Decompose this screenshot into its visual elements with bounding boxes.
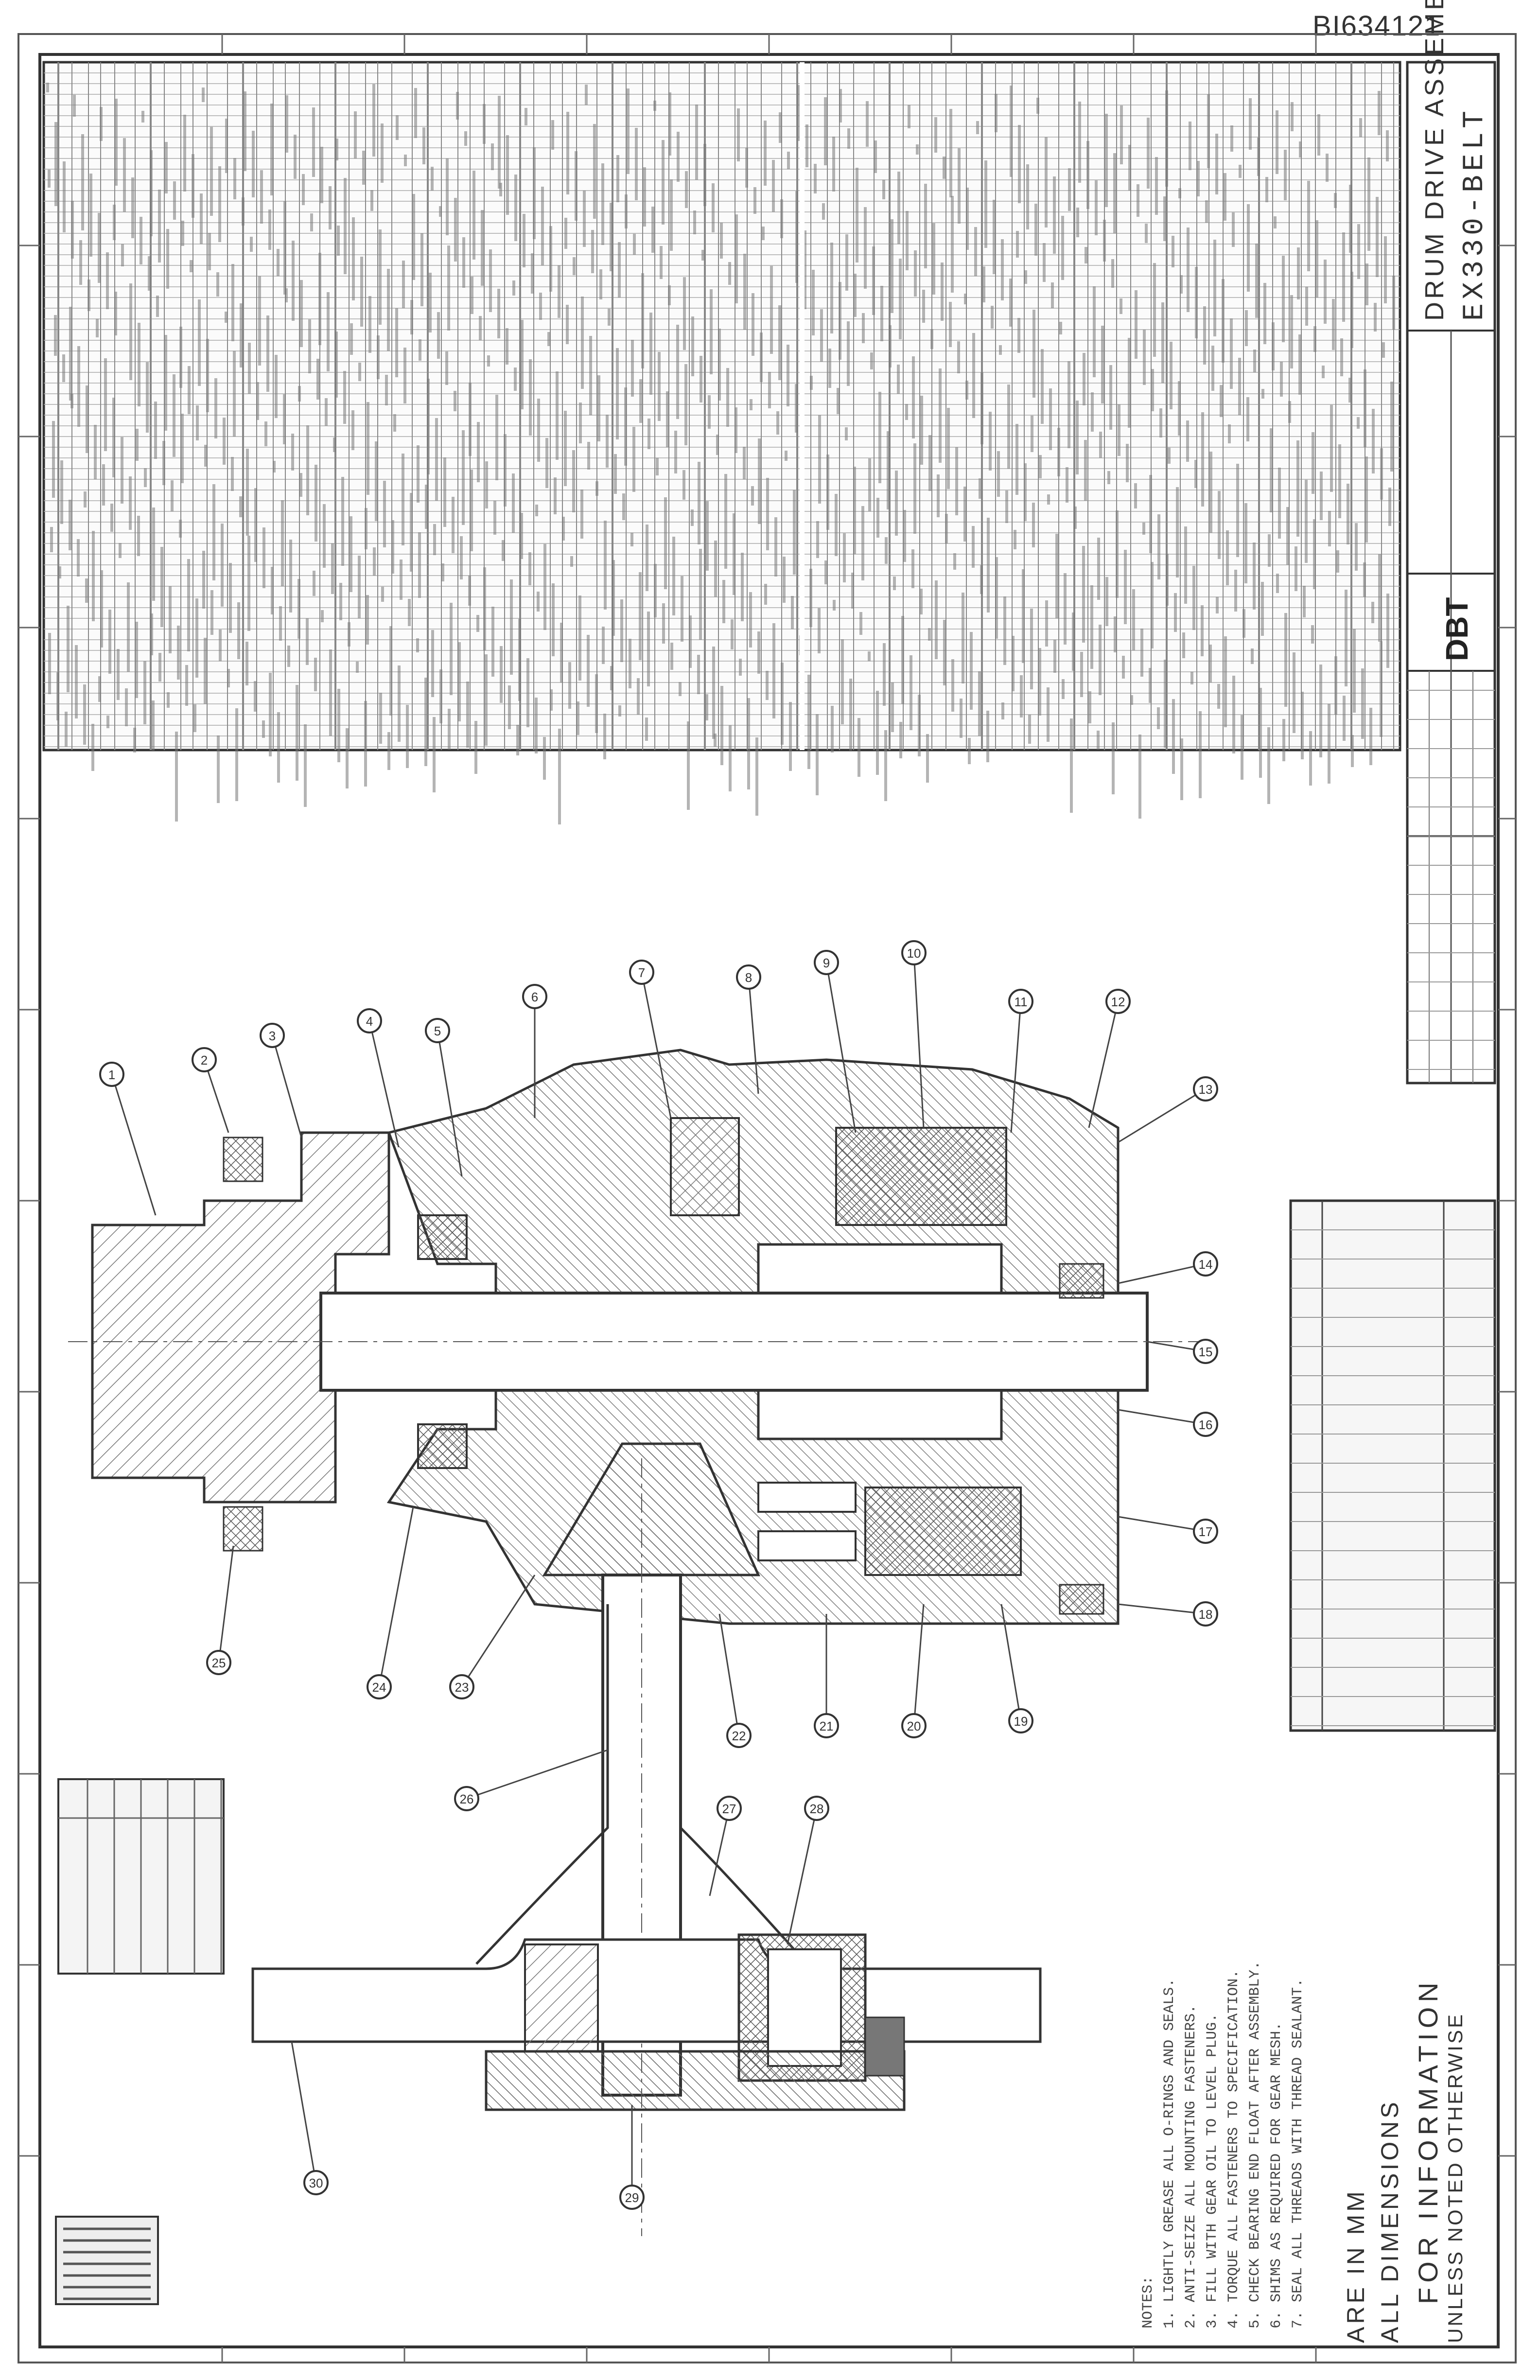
callout-number: 4 bbox=[366, 1014, 373, 1029]
note-line: 7. SEAL ALL THREADS WITH THREAD SEALANT. bbox=[1290, 1978, 1306, 2328]
general-notes: NOTES: 1. LIGHTLY GREASE ALL O-RINGS AND… bbox=[1138, 1624, 1309, 2328]
stamp-line-1: ALL DIMENSIONS bbox=[1376, 2099, 1403, 2343]
callout-number: 29 bbox=[625, 2190, 639, 2205]
callout-number: 10 bbox=[907, 946, 921, 961]
bevel-pinion bbox=[542, 1442, 760, 1576]
notes-heading: NOTES: bbox=[1140, 2275, 1156, 2328]
callout-number: 17 bbox=[1199, 1524, 1213, 1539]
planet-gear bbox=[835, 1127, 1007, 1226]
note-line: 2. ANTI-SEIZE ALL MOUNTING FASTENERS. bbox=[1183, 2004, 1199, 2328]
callout-balloon: 8 bbox=[736, 964, 761, 1094]
callout-balloon: 3 bbox=[260, 1023, 302, 1138]
dbt-logo: DBT bbox=[1439, 597, 1474, 661]
note-line: 6. SHIMS AS REQUIRED FOR GEAR MESH. bbox=[1268, 2022, 1285, 2328]
callout-balloon: 19 bbox=[1000, 1604, 1033, 1733]
callout-balloon: 26 bbox=[454, 1749, 608, 1811]
callout-number: 24 bbox=[372, 1680, 386, 1695]
callout-balloon: 21 bbox=[814, 1614, 839, 1738]
callout-number: 28 bbox=[810, 1802, 824, 1816]
stamp-line-2: ARE IN MM bbox=[1342, 2188, 1369, 2343]
callout-balloon: 5 bbox=[425, 1018, 463, 1177]
callout-balloon: 18 bbox=[1118, 1601, 1218, 1627]
callout-balloon: 13 bbox=[1118, 1076, 1218, 1143]
document-number: BI634121 bbox=[1312, 10, 1441, 42]
gear-housing-upper bbox=[387, 1049, 1120, 1295]
callout-number: 25 bbox=[212, 1656, 226, 1670]
planet-gear-lower bbox=[864, 1487, 1022, 1576]
callout-balloon: 28 bbox=[787, 1796, 829, 1945]
callout-balloon: 2 bbox=[192, 1047, 229, 1133]
callout-number: 30 bbox=[309, 2176, 323, 2190]
callout-balloon: 6 bbox=[522, 984, 547, 1118]
zone-ticks bbox=[18, 34, 1516, 2362]
callout-number: 11 bbox=[1015, 995, 1028, 1009]
callout-number: 19 bbox=[1014, 1714, 1028, 1729]
note-line: 3. FILL WITH GEAR OIL TO LEVEL PLUG. bbox=[1204, 2013, 1221, 2328]
callout-balloon: 17 bbox=[1118, 1516, 1218, 1544]
callout-number: 2 bbox=[201, 1053, 208, 1068]
motor-flange bbox=[251, 1938, 1042, 2043]
callout-number: 23 bbox=[455, 1680, 469, 1695]
callout-number: 22 bbox=[732, 1729, 746, 1743]
callout-number: 15 bbox=[1199, 1345, 1213, 1359]
callout-number: 7 bbox=[638, 965, 645, 980]
callout-balloon: 14 bbox=[1118, 1251, 1218, 1284]
callout-balloon: 16 bbox=[1118, 1409, 1218, 1437]
stamp-line-3: UNLESS NOTED OTHERWISE bbox=[1444, 2012, 1467, 2343]
callout-balloon: 30 bbox=[291, 2041, 329, 2195]
callout-number: 14 bbox=[1199, 1257, 1213, 1272]
callout-balloon: 22 bbox=[718, 1613, 752, 1748]
callout-number: 27 bbox=[722, 1802, 736, 1816]
callout-number: 9 bbox=[823, 956, 830, 970]
callout-number: 6 bbox=[531, 990, 538, 1004]
approval-stamp bbox=[55, 2216, 159, 2305]
drawing-model: EX330-BELT bbox=[1458, 106, 1491, 321]
callout-balloon: 7 bbox=[629, 960, 672, 1119]
callout-balloon: 11 bbox=[1008, 989, 1033, 1133]
drum-hub bbox=[91, 1131, 390, 1504]
revision-table bbox=[1289, 1199, 1496, 1732]
callout-balloon: 15 bbox=[1147, 1339, 1218, 1364]
callout-balloon: 1 bbox=[99, 1062, 157, 1216]
callout-balloon: 10 bbox=[901, 940, 927, 1128]
coupling-left bbox=[524, 1943, 599, 2052]
callout-balloon: 20 bbox=[901, 1604, 927, 1738]
callout-number: 20 bbox=[907, 1719, 921, 1733]
callout-number: 5 bbox=[434, 1024, 441, 1038]
callout-balloon: 25 bbox=[206, 1545, 234, 1675]
callout-balloon: 24 bbox=[367, 1506, 414, 1699]
callout-number: 3 bbox=[269, 1029, 276, 1043]
title-block bbox=[1406, 61, 1496, 1085]
callout-number: 21 bbox=[820, 1719, 834, 1733]
legend-table bbox=[57, 1778, 225, 1975]
note-line: 4. TORQUE ALL FASTENERS TO SPECIFICATION… bbox=[1225, 1969, 1242, 2328]
callout-number: 1 bbox=[108, 1068, 115, 1082]
callout-number: 12 bbox=[1111, 995, 1125, 1009]
bevel-gear bbox=[670, 1117, 740, 1216]
callout-balloon: 23 bbox=[449, 1575, 536, 1699]
drawing-title: DRUM DRIVE ASSEMBLY R.H. bbox=[1420, 0, 1449, 321]
callout-balloon: 27 bbox=[709, 1796, 742, 1896]
callout-number: 13 bbox=[1199, 1082, 1213, 1097]
callout-number: 26 bbox=[460, 1792, 474, 1806]
callout-number: 8 bbox=[745, 970, 752, 985]
callout-balloon: 12 bbox=[1088, 989, 1131, 1128]
callout-balloon: 9 bbox=[814, 950, 857, 1133]
callout-number: 18 bbox=[1199, 1607, 1213, 1622]
note-line: 5. CHECK BEARING END FLOAT AFTER ASSEMBL… bbox=[1247, 1960, 1263, 2328]
callout-number: 16 bbox=[1199, 1418, 1213, 1432]
callout-balloon: 4 bbox=[357, 1008, 400, 1148]
callout-balloon: 29 bbox=[619, 2105, 645, 2210]
parts-list-table bbox=[42, 61, 1401, 824]
motor-adapter bbox=[485, 2050, 906, 2111]
information-stamp: FOR INFORMATION bbox=[1413, 1978, 1443, 2304]
note-line: 1. LIGHTLY GREASE ALL O-RINGS AND SEALS. bbox=[1161, 1978, 1178, 2328]
